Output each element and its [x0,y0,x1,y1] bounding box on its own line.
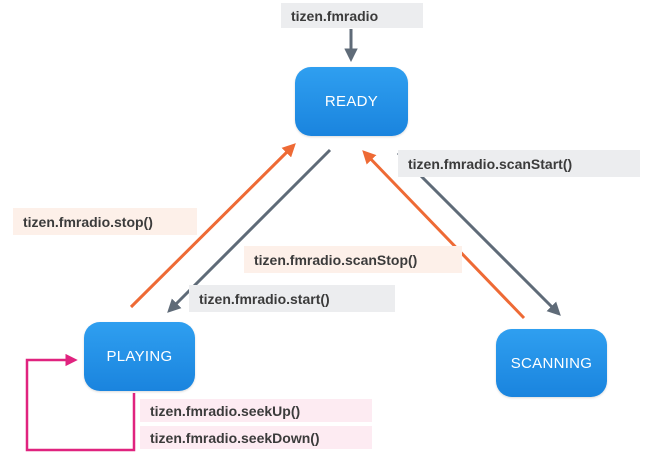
transition-label-scan-stop: tizen.fmradio.scanStop() [244,246,462,273]
transition-scan-start-text: tizen.fmradio.scanStart() [408,155,573,172]
state-playing-label: PLAYING [106,348,173,365]
transition-label-init: tizen.fmradio [281,3,423,28]
transition-label-seek-down: tizen.fmradio.seekDown() [140,426,372,449]
transition-label-start: tizen.fmradio.start() [189,285,395,312]
transition-scan-stop-text: tizen.fmradio.scanStop() [254,251,418,268]
transition-init-text: tizen.fmradio [291,7,379,24]
transition-label-scan-start: tizen.fmradio.scanStart() [398,150,640,177]
arrow-playing-to-ready [129,143,296,309]
state-ready: READY [295,67,408,136]
transition-stop-text: tizen.fmradio.stop() [23,213,153,230]
arrow-ready-to-scanning [396,151,561,316]
state-playing: PLAYING [84,322,195,391]
arrow-scanning-to-ready [362,150,526,320]
transition-seek-up-text: tizen.fmradio.seekUp() [150,402,301,419]
transition-label-stop: tizen.fmradio.stop() [13,208,197,235]
state-ready-label: READY [324,93,379,110]
transition-label-seek-up: tizen.fmradio.seekUp() [140,399,372,422]
arrow-ready-to-playing [167,148,332,313]
state-scanning: SCANNING [496,329,607,397]
transition-start-text: tizen.fmradio.start() [199,290,330,307]
transition-seek-down-text: tizen.fmradio.seekDown() [150,429,320,446]
arrow-playing-self-loop [25,353,136,452]
state-scanning-label: SCANNING [510,354,593,372]
